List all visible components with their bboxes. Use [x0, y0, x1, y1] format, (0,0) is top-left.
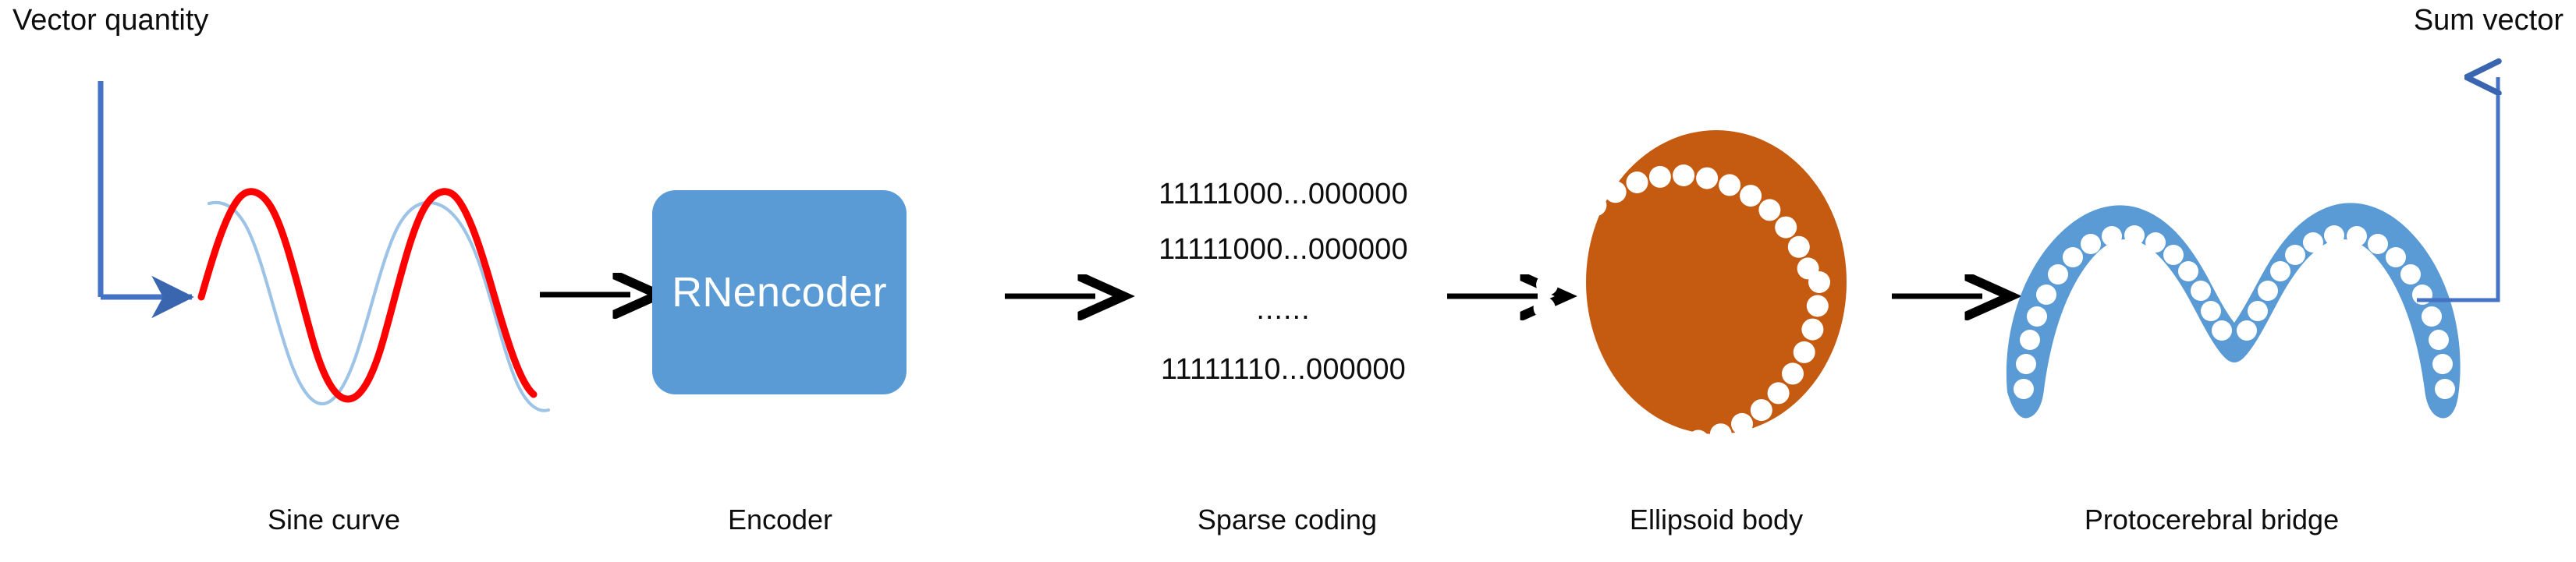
sparse-coding-row: 11111000...000000: [1158, 233, 1408, 266]
phase-shifted-sine-curve: [197, 188, 538, 403]
encoder-box-label: RNencoder: [672, 269, 887, 316]
stage-caption-protocerebral-bridge: Protocerebral bridge: [2084, 504, 2340, 535]
output-axis: [2417, 77, 2498, 302]
input-annotation-label: Vector quantity: [12, 4, 209, 37]
sparse-coding-ellipsis-row: ......: [1256, 293, 1311, 326]
ellipsoid-body-shape: [1533, 130, 1847, 454]
reference-sine-curve-2: [208, 200, 550, 412]
sparse-coding-row: 11111000...000000: [1158, 178, 1408, 210]
stage-caption-sparse-coding: Sparse coding: [1197, 504, 1378, 535]
output-annotation-label: Sum vector: [2413, 4, 2564, 37]
stage-caption-encoder: Encoder: [727, 504, 833, 535]
sine-wave-plot: [197, 188, 550, 412]
sparse-coding-list: 11111000...000000 11111000...000000 ....…: [1155, 178, 1412, 387]
input-axis: [98, 81, 194, 319]
connector-arrows: [540, 295, 1982, 296]
sparse-coding-row: 11111110...000000: [1160, 353, 1407, 386]
encoder-box[interactable]: RNencoder: [652, 190, 907, 394]
stage-caption-sine-curve: Sine curve: [267, 504, 401, 535]
protocerebral-bridge-shape: [2006, 203, 2461, 419]
ellipsoid-body-dots: [1533, 164, 1830, 454]
protocerebral-bridge-dots: [2014, 225, 2455, 399]
stage-caption-ellipsoid-body: Ellipsoid body: [1629, 504, 1804, 535]
